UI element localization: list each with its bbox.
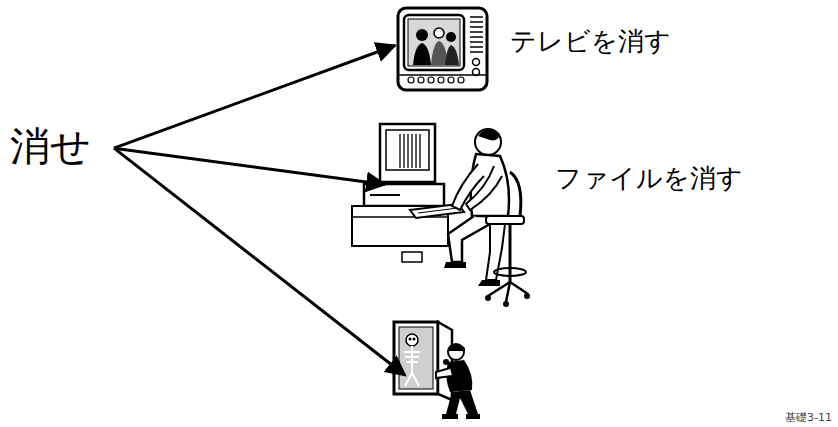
page-number: 基礎3-11 bbox=[785, 410, 832, 425]
node-label: ファイルを消す bbox=[555, 164, 743, 193]
file-node: ファイルを消す bbox=[385, 112, 745, 308]
burglar-illustration bbox=[388, 318, 480, 424]
arrow-connector bbox=[114, 45, 395, 148]
arrow-connector bbox=[114, 148, 405, 375]
arrow-connector bbox=[114, 148, 385, 184]
tv-illustration bbox=[395, 5, 490, 97]
tv-node: テレビを消す bbox=[395, 5, 660, 97]
node-label: テレビを消す bbox=[510, 27, 671, 56]
source-word: 消せ bbox=[10, 118, 114, 176]
computer-user-illustration bbox=[340, 112, 530, 308]
node-label: 消せ bbox=[10, 124, 91, 168]
burglar-node bbox=[405, 318, 485, 424]
